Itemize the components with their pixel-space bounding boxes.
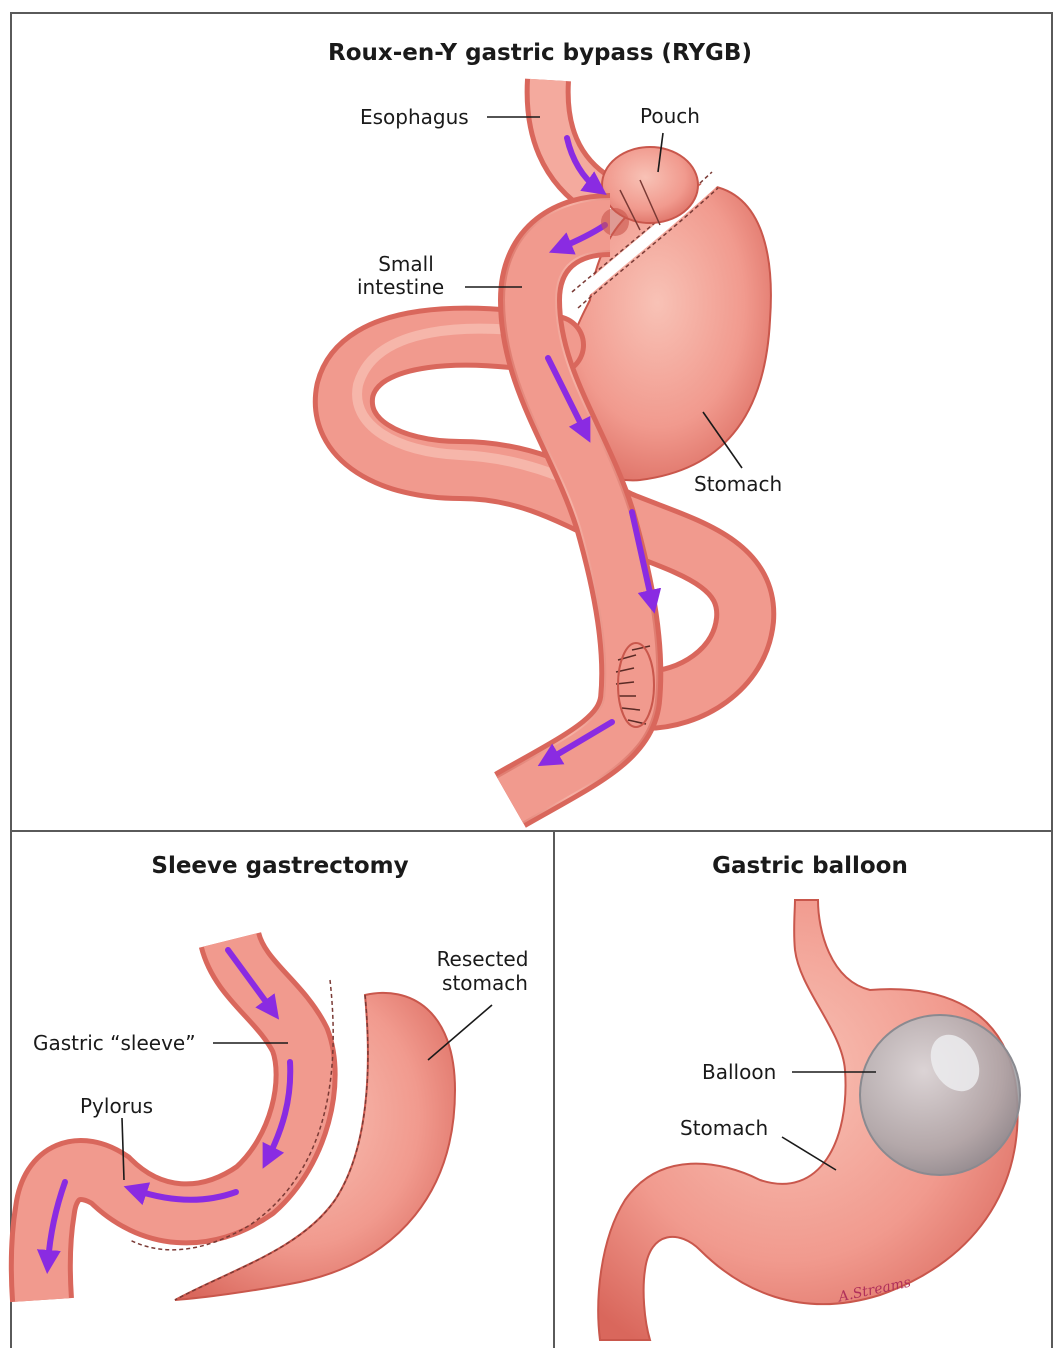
pylorus-label: Pylorus [80,1094,153,1118]
balloon-title: Gastric balloon [680,853,940,879]
sleeve-illustration [41,940,492,1300]
balloon-label: Balloon [702,1060,776,1084]
balloon-illustration [598,900,1020,1340]
pouch-label: Pouch [640,104,700,128]
small-intestine-label-line2: intestine [357,275,444,299]
gastric-sleeve-label: Gastric “sleeve” [33,1031,196,1055]
small-intestine-label-line1: Small [368,252,444,276]
resected-stomach-label-line2: stomach [430,971,540,995]
resected-stomach-label-line1: Resected [425,947,540,971]
balloon-stomach-label: Stomach [680,1116,768,1140]
rygb-title: Roux-en-Y gastric bypass (RYGB) [260,40,820,66]
esophagus-label: Esophagus [360,105,469,129]
rygb-illustration [344,80,771,800]
sleeve-title: Sleeve gastrectomy [100,853,460,879]
rygb-stomach-label: Stomach [694,472,782,496]
